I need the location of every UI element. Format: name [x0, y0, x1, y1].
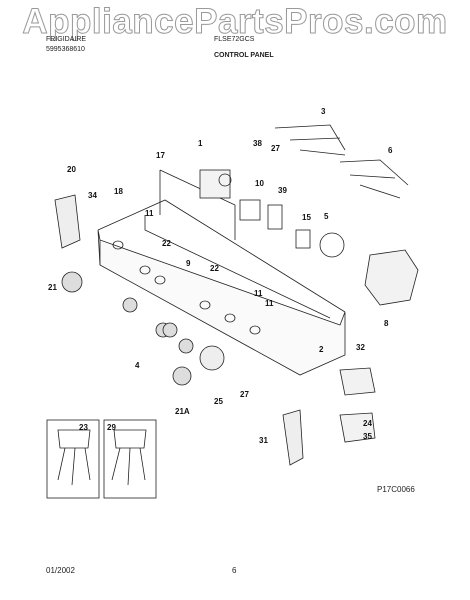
callout-38: 38	[253, 139, 262, 148]
callout-20: 20	[67, 165, 76, 174]
section-title: CONTROL PANEL	[214, 52, 274, 59]
watermark: AppliancePartsPros.com	[22, 2, 448, 42]
callout-29: 29	[107, 423, 116, 432]
callout-35: 35	[363, 432, 372, 441]
callout-10: 10	[255, 179, 264, 188]
callout-25: 25	[214, 397, 223, 406]
publication-number: 5995368610	[46, 46, 85, 53]
callout-17: 17	[156, 151, 165, 160]
callout-22: 22	[162, 239, 171, 248]
model-number: FLSE72GCS	[214, 36, 255, 43]
callout-32: 32	[356, 343, 365, 352]
callout-18: 18	[114, 187, 123, 196]
callout-4: 4	[135, 361, 140, 370]
brand-label: FRIGIDAIRE	[46, 36, 87, 43]
callout-6: 6	[388, 146, 393, 155]
callout-34: 34	[88, 191, 97, 200]
callout-8: 8	[384, 319, 389, 328]
callout-31: 31	[259, 436, 268, 445]
callout-11: 11	[254, 289, 263, 298]
callout-11: 11	[145, 209, 154, 218]
callout-21a: 21A	[175, 407, 190, 416]
figure-code: P17C0066	[377, 485, 415, 494]
callout-2: 2	[319, 345, 324, 354]
footer-date: 01/2002	[46, 566, 75, 575]
callout-24: 24	[363, 419, 372, 428]
callout-9: 9	[186, 259, 191, 268]
callout-23: 23	[79, 423, 88, 432]
callout-1: 1	[198, 139, 203, 148]
callout-5: 5	[324, 212, 329, 221]
callout-22: 22	[210, 264, 219, 273]
callout-11: 11	[265, 299, 274, 308]
callout-3: 3	[321, 107, 326, 116]
callout-39: 39	[278, 186, 287, 195]
callout-27: 27	[271, 144, 280, 153]
callout-21: 21	[48, 283, 57, 292]
callout-27: 27	[240, 390, 249, 399]
callout-15: 15	[302, 213, 311, 222]
page-number: 6	[232, 566, 237, 575]
